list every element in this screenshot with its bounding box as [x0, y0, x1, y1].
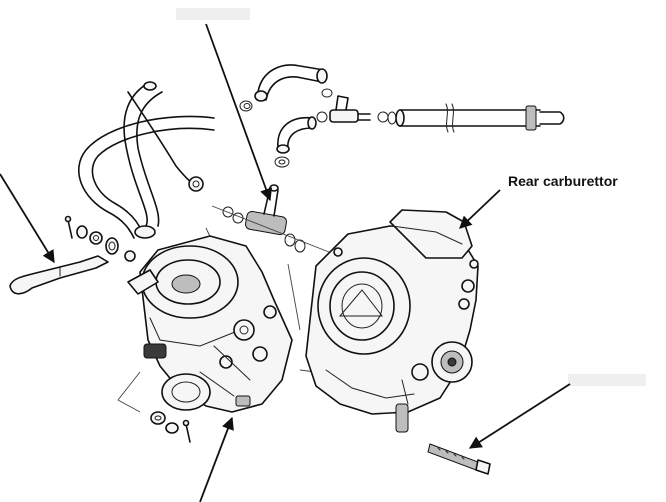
- front-carburettor: [127, 235, 293, 413]
- faded-label-right: [568, 374, 646, 386]
- throttle-link-bracket: [9, 255, 109, 295]
- long-bolt: [427, 443, 491, 475]
- lower-left-washers: [150, 411, 191, 443]
- faded-label-top: [176, 8, 250, 20]
- center-t-connector: [222, 184, 306, 253]
- vent-hoses: [77, 81, 215, 239]
- t-joint-fitting: [329, 95, 389, 123]
- lower-hose-elbow: [274, 111, 328, 168]
- label-rear-carburettor: Rear carburettor: [508, 173, 618, 189]
- left-small-parts: [64, 215, 136, 262]
- upper-hose-elbow: [239, 64, 333, 112]
- leader-lines: [0, 23, 571, 502]
- fuel-pipe: [387, 103, 565, 133]
- rear-carburettor: [305, 209, 479, 433]
